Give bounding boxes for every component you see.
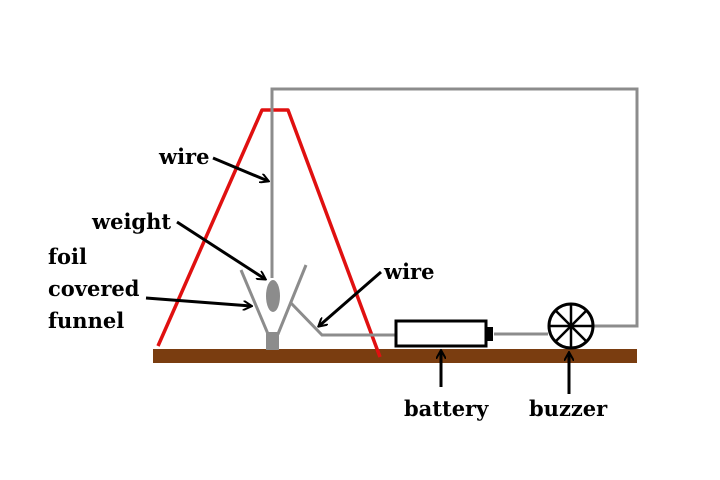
arrow-weight bbox=[176, 220, 265, 279]
label-weight: weight bbox=[92, 209, 172, 234]
label-buzzer: buzzer bbox=[529, 396, 608, 421]
label-wire-top: wire bbox=[159, 144, 210, 169]
label-battery: battery bbox=[404, 396, 489, 421]
battery bbox=[394, 319, 488, 348]
red-stand bbox=[156, 108, 382, 358]
hanging-wire bbox=[270, 87, 639, 328]
arrow-wire-top bbox=[212, 156, 268, 181]
label-covered: covered bbox=[48, 276, 140, 301]
arrow-wire-right bbox=[319, 270, 382, 326]
label-funnel: funnel bbox=[48, 308, 125, 333]
arrow-foil-funnel bbox=[145, 296, 251, 306]
funnel-wire bbox=[288, 300, 397, 337]
battery-terminal bbox=[486, 327, 493, 341]
label-wire-right: wire bbox=[384, 259, 435, 284]
wooden-base bbox=[153, 349, 637, 363]
buzzer bbox=[547, 302, 595, 350]
funnel-spout bbox=[266, 332, 279, 350]
label-foil: foil bbox=[48, 244, 87, 269]
weight bbox=[266, 280, 280, 312]
